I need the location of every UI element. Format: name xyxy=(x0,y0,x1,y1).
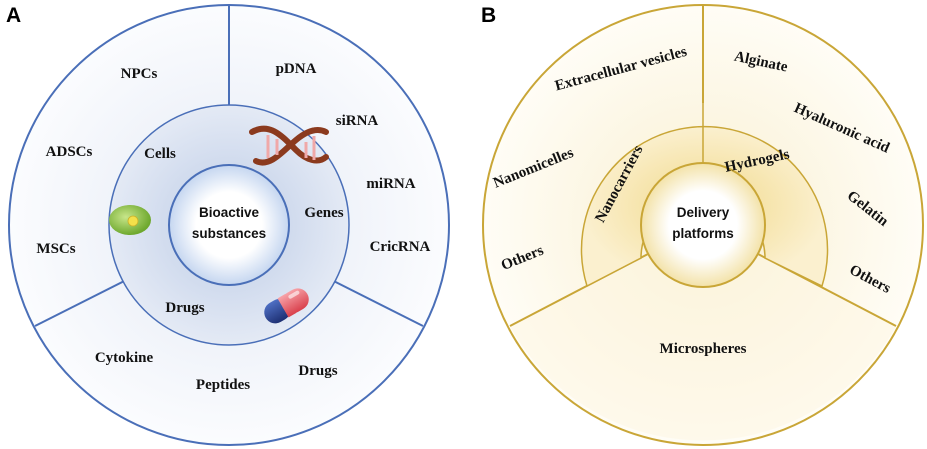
panel-a-label-genes: Genes xyxy=(304,205,343,221)
panel-b-label-microspheres: Microspheres xyxy=(660,341,747,357)
panel-a: A Bioactive substances Cells Genes Drugs xyxy=(6,4,450,446)
stem-cell-icon xyxy=(109,205,151,235)
panel-b-center-line1: Delivery xyxy=(677,205,730,220)
panel-b-microspheres-sector xyxy=(510,225,896,441)
panel-b-letter: B xyxy=(481,4,496,27)
panel-b: B Delivery platforms Nanocarriers Hydrog… xyxy=(481,4,924,446)
panel-a-label-cricrna: CricRNA xyxy=(370,239,431,255)
panel-a-center-line2: substances xyxy=(192,226,266,241)
panel-a-label-drugs-inner: Drugs xyxy=(165,300,204,316)
panel-a-label-npcs: NPCs xyxy=(121,66,158,82)
panel-a-label-pdna: pDNA xyxy=(276,61,317,77)
panel-a-label-peptides: Peptides xyxy=(196,377,250,393)
panel-a-label-drugs-outer: Drugs xyxy=(298,363,337,379)
panel-a-letter: A xyxy=(6,4,21,27)
panel-a-label-mirna: miRNA xyxy=(366,176,415,192)
dna-helix-icon xyxy=(249,125,329,166)
panel-a-label-adscs: ADSCs xyxy=(46,144,93,160)
capsule-icon xyxy=(264,288,309,324)
panel-a-label-cytokine: Cytokine xyxy=(95,350,154,366)
panel-b-center-circle xyxy=(640,162,766,288)
panel-a-center-line1: Bioactive xyxy=(199,205,260,220)
panel-a-label-mscs: MSCs xyxy=(36,241,75,257)
panel-b-center-line2: platforms xyxy=(672,226,734,241)
panel-a-center-circle xyxy=(168,164,290,286)
panel-a-label-sirna: siRNA xyxy=(336,113,379,129)
panel-a-label-cells: Cells xyxy=(144,146,176,162)
